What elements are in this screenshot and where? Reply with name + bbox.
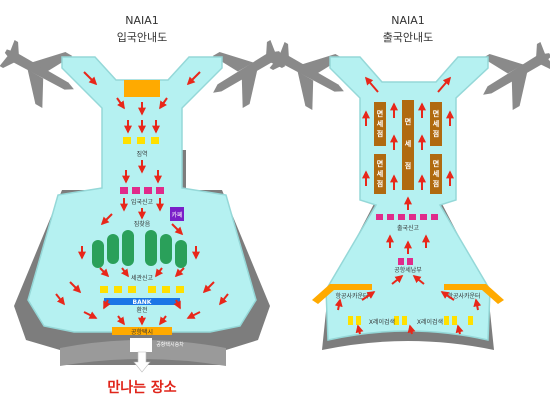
departure-title-line1: NAIA1	[391, 14, 425, 27]
emigration-label: 출국신고	[397, 224, 420, 232]
xray-scanners	[348, 316, 473, 325]
xray-left-label: X레이검색	[369, 318, 395, 326]
duty-free-label-char: 세	[433, 169, 439, 178]
arrival-map: NAIA1 입국안내도 짐역 입국신고 카페 짐찾음	[0, 14, 295, 396]
baggage-carousels	[92, 230, 187, 268]
duty-free-label-char: 세	[405, 139, 411, 148]
departure-map: NAIA1 출국안내도 면 세 점 면 세 점 면 세 점 면 세 점	[260, 14, 550, 350]
checkin-counter-left	[312, 284, 372, 304]
customs-label: 세관신고	[131, 274, 154, 282]
duty-free-label-char: 점	[433, 129, 439, 138]
immigration-label: 입국신고	[131, 198, 154, 206]
duty-free-label-char: 점	[377, 129, 383, 138]
duty-free-label-char: 점	[377, 179, 383, 188]
taxi-stand-label: 공항택시승차	[156, 341, 184, 348]
duty-free-label-char: 세	[377, 119, 383, 128]
arrival-title-line1: NAIA1	[125, 14, 159, 27]
airport-taxi-sign	[112, 327, 172, 335]
cafe-sign	[170, 207, 184, 221]
arrival-title-line2: 입국안내도	[117, 31, 168, 44]
duty-free-labels: 면 세 점 면 세 점 면 세 점 면 세 점 면 세 점	[377, 109, 439, 188]
duty-free-shops	[374, 100, 442, 194]
duty-free-label-char: 세	[433, 119, 439, 128]
duty-free-shop	[402, 100, 414, 190]
airport-tax-desks	[398, 258, 413, 265]
duty-free-label-char: 점	[405, 161, 411, 170]
duty-free-label-char: 면	[377, 159, 383, 168]
bank-label: BANK	[133, 299, 152, 306]
baggage-carousel-label: 짐찾음	[134, 220, 151, 228]
airport-tax-label: 공항세납부	[394, 266, 422, 274]
exchange-label: 환전	[136, 306, 147, 314]
baggage-claim-label: 짐역	[136, 150, 147, 158]
duty-free-label-char: 면	[433, 109, 439, 118]
checkin-counter-right-label: 항공사카운터	[447, 292, 480, 300]
duty-free-label-char: 세	[377, 169, 383, 178]
exit-walkway	[130, 338, 152, 373]
duty-free-label-char: 면	[433, 159, 439, 168]
arrival-floor	[27, 56, 257, 333]
emigration-desks	[376, 214, 438, 220]
duty-free-shop	[374, 102, 386, 146]
departure-flow-arrows	[334, 76, 482, 335]
checkin-counter-left-label: 항공사카운터	[335, 292, 368, 300]
arrival-flow-arrows	[55, 71, 229, 326]
customs-desks	[100, 286, 184, 293]
bank-sign	[104, 298, 180, 305]
checkin-counter-right	[444, 284, 504, 304]
duty-free-shop	[430, 102, 442, 146]
xray-right-label: X레이검색	[417, 318, 443, 326]
arrival-gate-entry	[124, 80, 160, 97]
baggage-claim-area	[123, 137, 159, 144]
duty-free-shop	[430, 154, 442, 194]
cafe-label: 카페	[171, 211, 182, 219]
duty-free-label-char: 면	[405, 117, 411, 126]
airport-taxi-label: 공항택시	[131, 328, 153, 336]
duty-free-label-char: 점	[433, 179, 439, 188]
duty-free-label-char: 면	[377, 109, 383, 118]
departure-title-line2: 출국안내도	[383, 31, 434, 44]
meeting-place-label: 만나는 장소	[107, 379, 176, 396]
duty-free-shop	[374, 154, 386, 194]
immigration-desks	[120, 187, 164, 194]
